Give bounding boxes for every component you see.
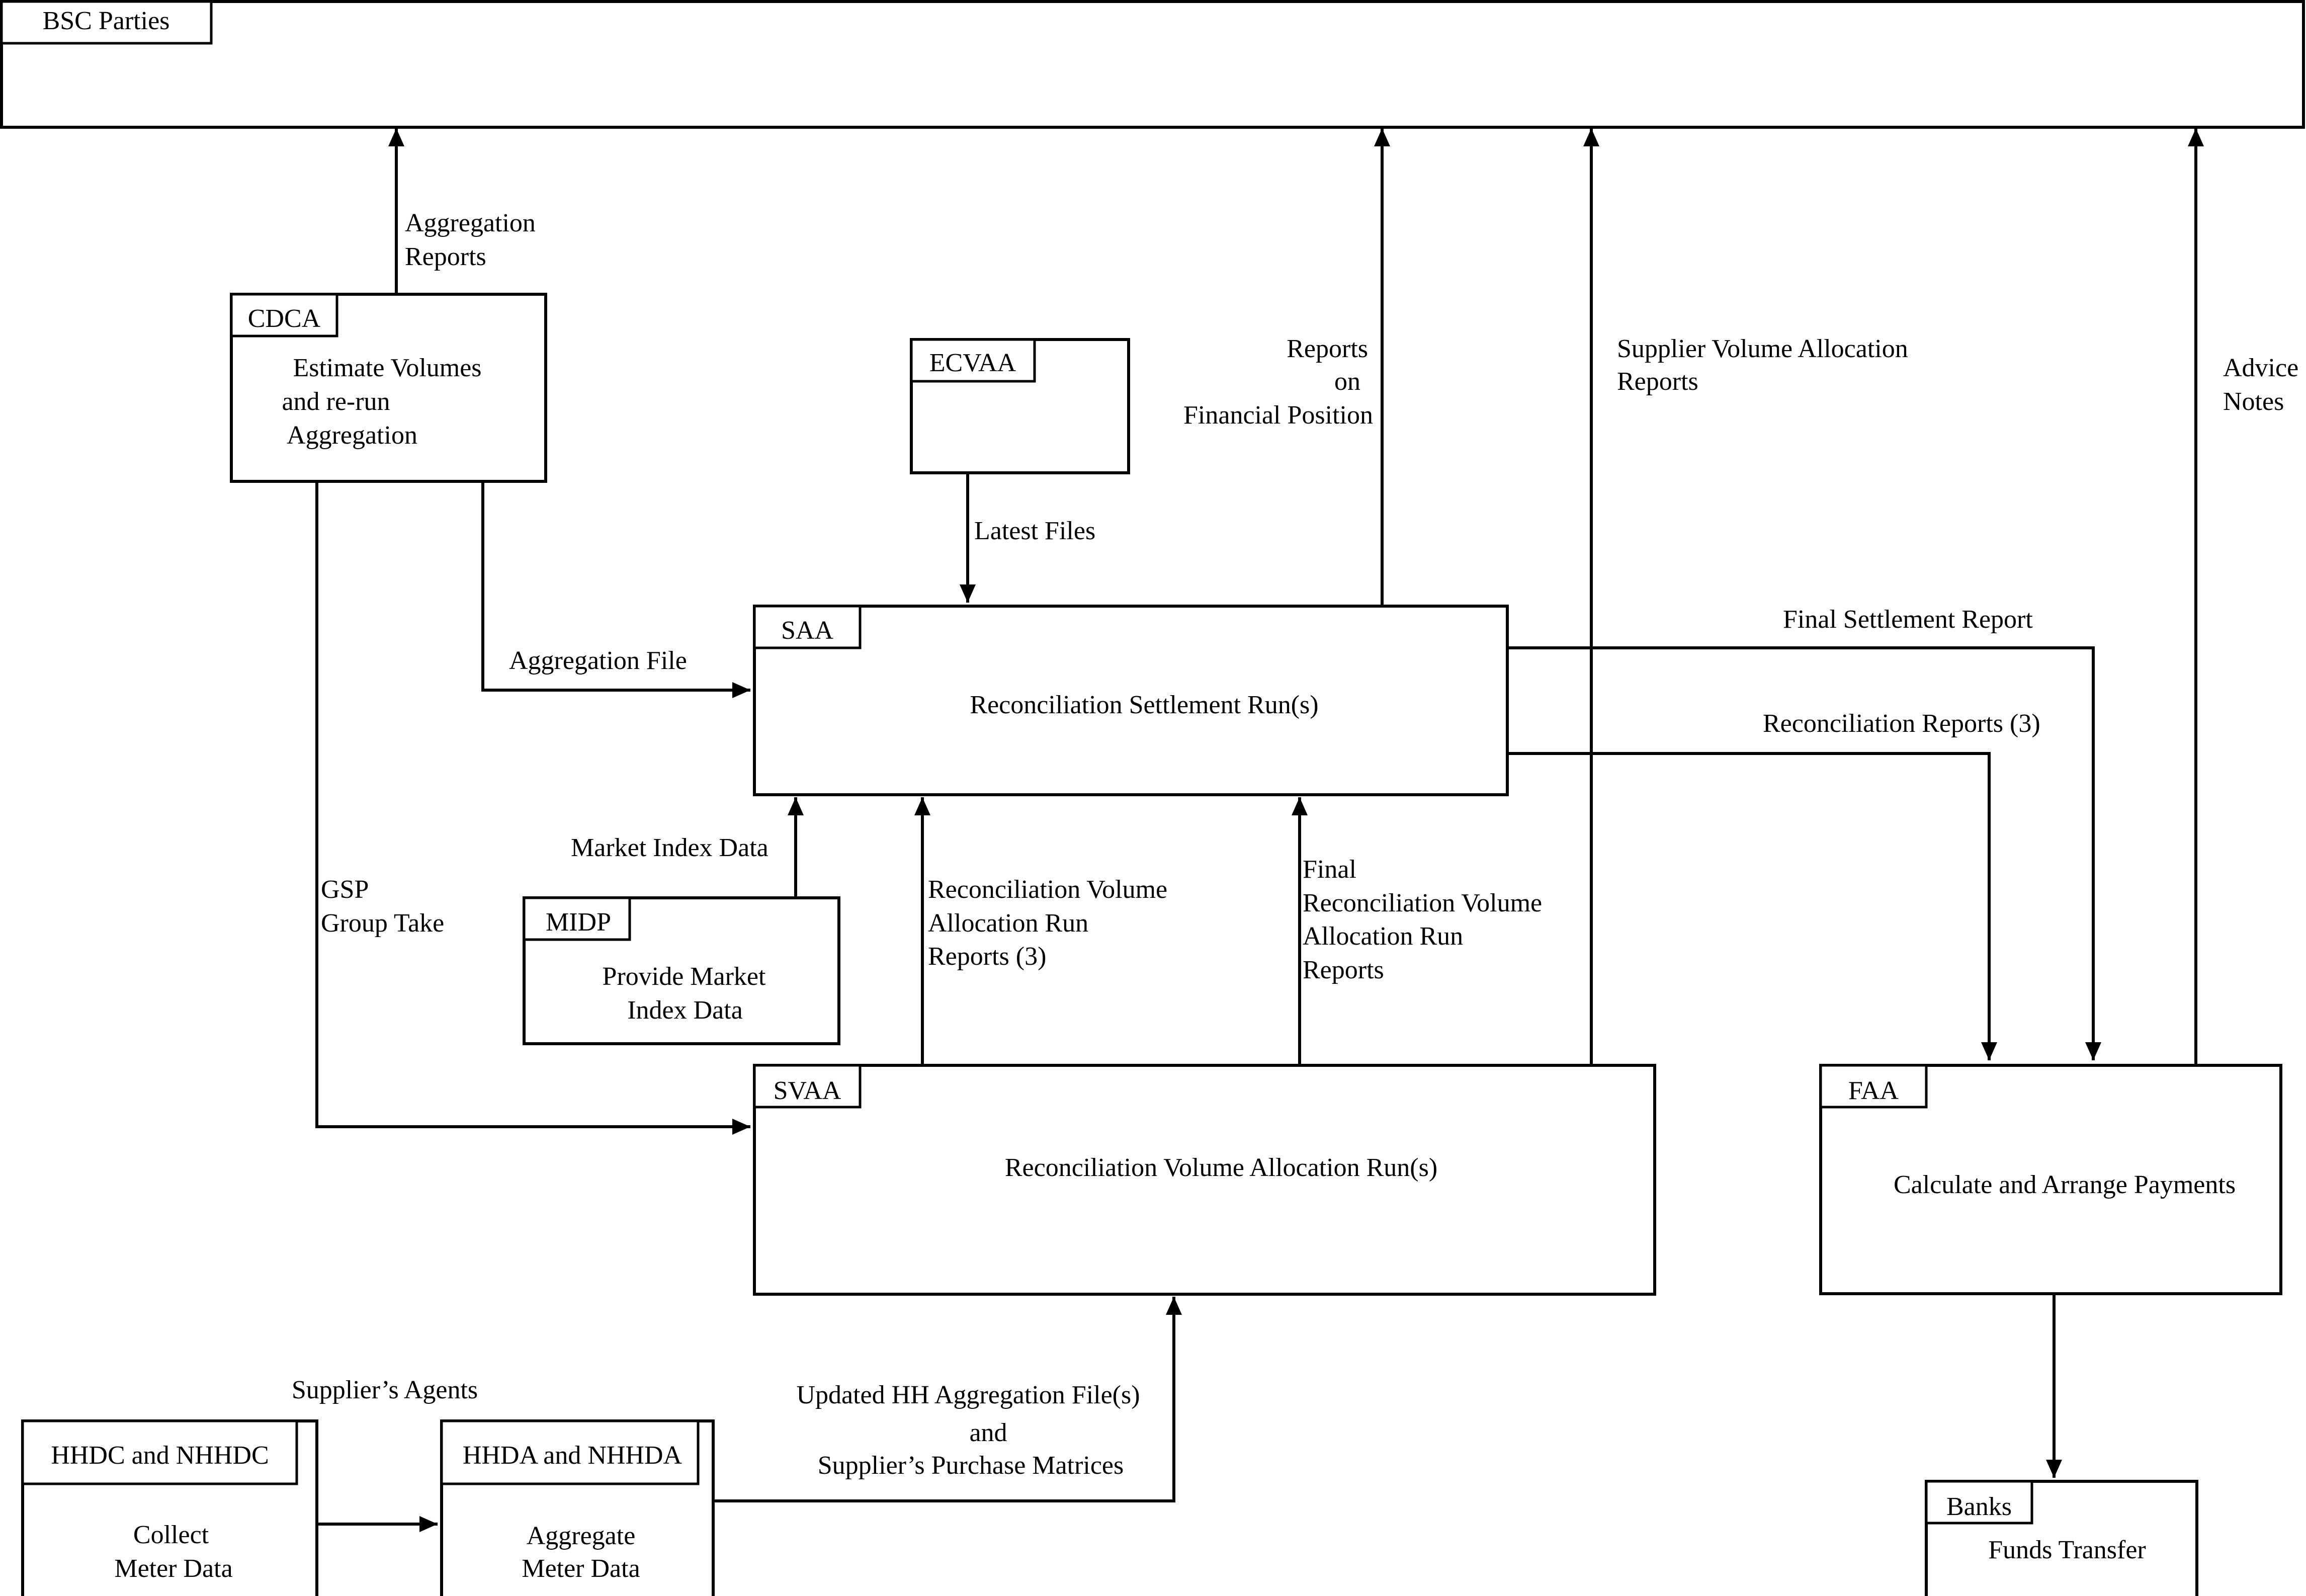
- box-midp: MIDP Provide Market Index Data: [523, 896, 840, 1045]
- label-updated-hh: and: [969, 1418, 1007, 1447]
- flow-cdca-gsp-to-svaa: [315, 481, 750, 1135]
- box-body-line: Meter Data: [114, 1554, 232, 1583]
- flow-saa-recon-to-faa: [1507, 752, 1997, 1060]
- box-body-line: Index Data: [627, 996, 743, 1025]
- box-title: HHDC and NHHDC: [51, 1441, 269, 1470]
- box-body-line: Funds Transfer: [1988, 1536, 2146, 1564]
- box-title: FAA: [1848, 1076, 1899, 1105]
- label-gsp-group-take: Group Take: [321, 909, 444, 938]
- box-body-line: Aggregation: [287, 421, 417, 450]
- label-updated-hh: Supplier’s Purchase Matrices: [818, 1451, 1124, 1480]
- label-reports-financial: on: [1334, 367, 1360, 396]
- label-supplier-volume-reports: Reports: [1617, 367, 1698, 396]
- box-hhda: HHDA and NHHDA Aggregate Meter Data: [440, 1419, 715, 1596]
- flow-cdca-to-saa: [481, 481, 750, 698]
- box-title: BSC Parties: [43, 7, 170, 35]
- box-title: Banks: [1946, 1492, 2012, 1521]
- label-aggregation-reports: Aggregation: [405, 209, 536, 237]
- box-title: CDCA: [248, 304, 321, 333]
- label-aggregation-reports: Reports: [405, 242, 486, 271]
- box-svaa: SVAA Reconciliation Volume Allocation Ru…: [753, 1064, 1656, 1296]
- label-reports-financial: Financial Position: [1183, 401, 1373, 430]
- flow-hhda-to-svaa: [713, 1297, 1182, 1502]
- label-suppliers-agents: Supplier’s Agents: [292, 1376, 478, 1404]
- flow-labels: Aggregation Reports Reports on Financial…: [292, 209, 2298, 1480]
- box-cdca: CDCA Estimate Volumes and re-run Aggrega…: [230, 293, 547, 483]
- label-recon-volume-reports: Reconciliation Volume: [928, 875, 1167, 904]
- box-title: SAA: [781, 616, 833, 645]
- box-ecvaa: ECVAA: [910, 338, 1130, 474]
- box-body-line: Provide Market: [603, 962, 766, 991]
- label-updated-hh: Updated HH Aggregation File(s): [796, 1381, 1140, 1409]
- box-bsc-parties: BSC Parties: [0, 0, 2305, 129]
- label-aggregation-file: Aggregation File: [509, 646, 687, 675]
- box-body-line: Estimate Volumes: [293, 354, 481, 382]
- box-body-line: Reconciliation Volume Allocation Run(s): [1005, 1153, 1437, 1182]
- label-advice-notes: Notes: [2223, 387, 2284, 416]
- label-supplier-volume-reports: Supplier Volume Allocation: [1617, 334, 1908, 363]
- flow-saa-final-to-faa: [1507, 646, 2101, 1060]
- label-final-settlement-report: Final Settlement Report: [1783, 605, 2033, 634]
- box-body-line: Meter Data: [522, 1554, 640, 1583]
- label-reports-financial: Reports: [1287, 334, 1368, 363]
- box-body-line: Reconciliation Settlement Run(s): [970, 691, 1318, 719]
- label-gsp-group-take: GSP: [321, 875, 369, 904]
- label-recon-volume-reports: Allocation Run: [928, 909, 1088, 938]
- label-final-recon-reports: Allocation Run: [1303, 922, 1463, 951]
- box-title: SVAA: [774, 1076, 841, 1105]
- box-body-line: Collect: [133, 1521, 209, 1549]
- label-reconciliation-reports: Reconciliation Reports (3): [1763, 709, 2040, 738]
- connectors: [315, 128, 2204, 1532]
- label-latest-files: Latest Files: [974, 517, 1095, 545]
- box-body-line: Aggregate: [527, 1522, 636, 1550]
- label-recon-volume-reports: Reports (3): [928, 942, 1046, 971]
- label-final-recon-reports: Reports: [1303, 956, 1384, 984]
- box-saa: SAA Reconciliation Settlement Run(s): [753, 605, 1509, 796]
- box-hhdc: HHDC and NHHDC Collect Meter Data: [21, 1419, 318, 1596]
- box-body-line: Calculate and Arrange Payments: [1894, 1170, 2236, 1199]
- label-final-recon-reports: Reconciliation Volume: [1303, 889, 1542, 917]
- box-faa: FAA Calculate and Arrange Payments: [1819, 1064, 2282, 1295]
- box-title: HHDA and NHHDA: [463, 1441, 682, 1470]
- label-advice-notes: Advice: [2223, 354, 2298, 382]
- label-final-recon-reports: Final: [1303, 855, 1356, 884]
- label-market-index-data: Market Index Data: [571, 833, 768, 862]
- box-title: MIDP: [546, 908, 611, 937]
- box-title: ECVAA: [929, 349, 1016, 377]
- box-body-line: and re-run: [282, 387, 390, 416]
- box-banks: Banks Funds Transfer: [1925, 1480, 2198, 1596]
